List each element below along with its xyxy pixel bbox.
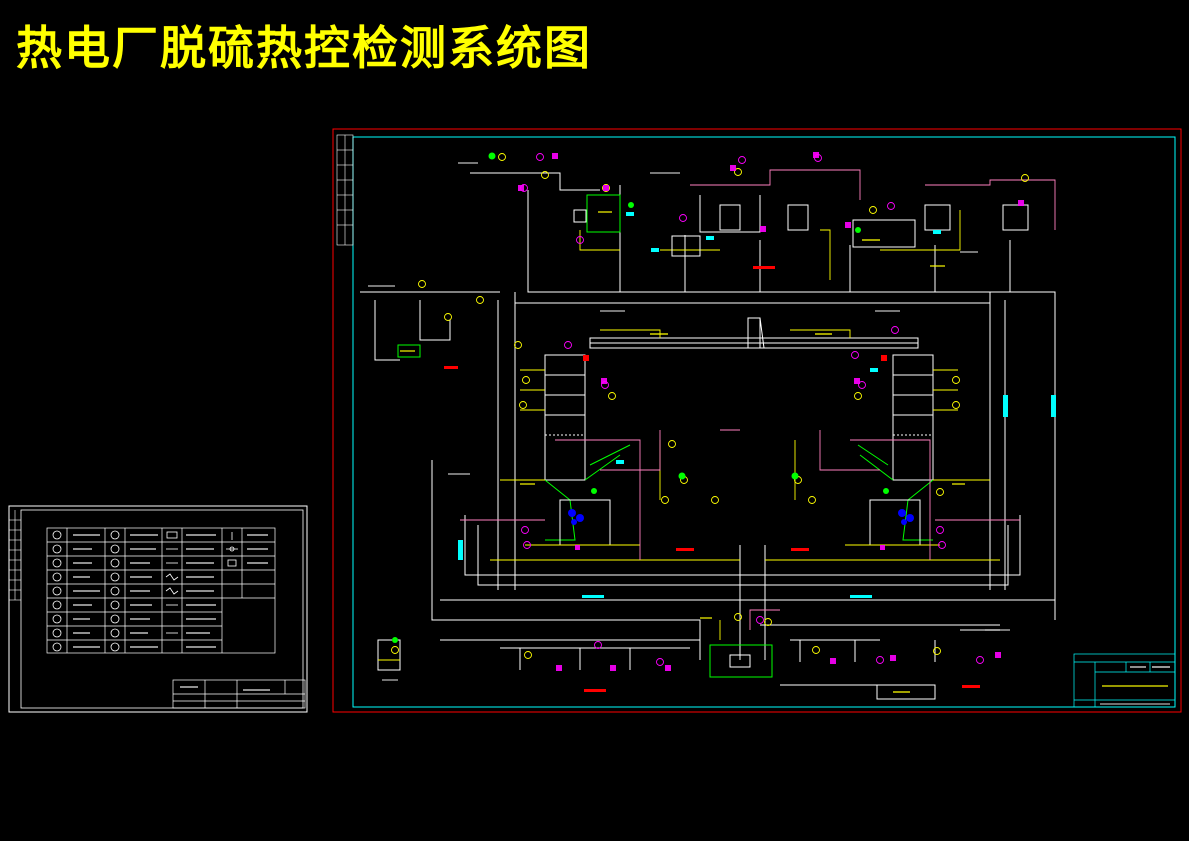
signal-lines-yellow xyxy=(378,210,1000,661)
chimney xyxy=(744,317,765,349)
legend-table xyxy=(46,527,276,654)
instrument-bubbles-green xyxy=(392,152,889,643)
legend-text-marks xyxy=(73,534,268,648)
instrument-tags xyxy=(518,152,1024,671)
instrument-bubbles-magenta xyxy=(520,153,984,666)
legend-sheet xyxy=(8,505,308,713)
annotation-marks xyxy=(368,162,1010,681)
top-subsystems xyxy=(397,194,1029,678)
main-title-block xyxy=(1073,653,1176,708)
instrument-bubbles-yellow xyxy=(391,153,1029,659)
legend-title-block xyxy=(172,679,306,709)
drawing-title: 热电厂脱硫热控检测系统图 xyxy=(16,21,592,75)
agitator-markers xyxy=(568,509,914,525)
instrument-bubbles-cyan xyxy=(458,212,1056,598)
main-sheet-frames xyxy=(332,128,1182,713)
plant-tag-marks xyxy=(400,211,965,693)
legend-binding-margin xyxy=(9,510,21,601)
absorber-tower-left xyxy=(520,354,631,546)
legend-symbols xyxy=(52,530,238,652)
equipment-labels-red xyxy=(444,266,980,692)
signal-lines-magenta xyxy=(460,169,1056,630)
process-piping xyxy=(360,172,1056,700)
